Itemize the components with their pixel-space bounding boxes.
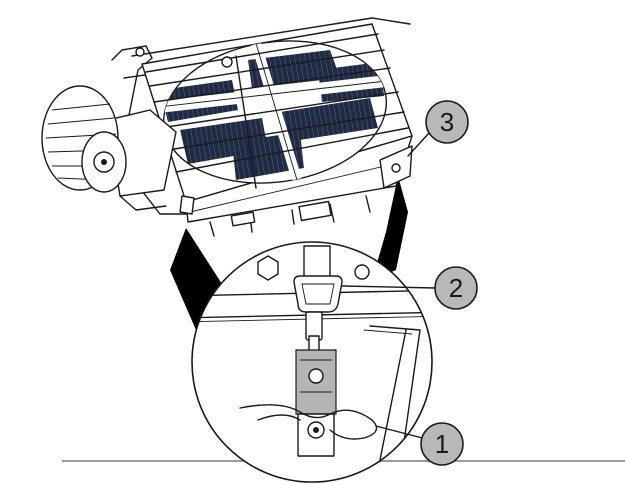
callout-3: 3 — [407, 100, 469, 157]
cooling-unit — [41, 17, 413, 237]
detail-view — [191, 241, 433, 483]
callout-2-label: 2 — [449, 273, 463, 303]
blower-housing — [41, 85, 177, 211]
callout-3-label: 3 — [440, 107, 454, 137]
callout-2: 2 — [341, 266, 478, 310]
callout-1-label: 1 — [435, 429, 449, 459]
callout-1: 1 — [375, 422, 464, 466]
detail-connector-right — [372, 176, 408, 280]
